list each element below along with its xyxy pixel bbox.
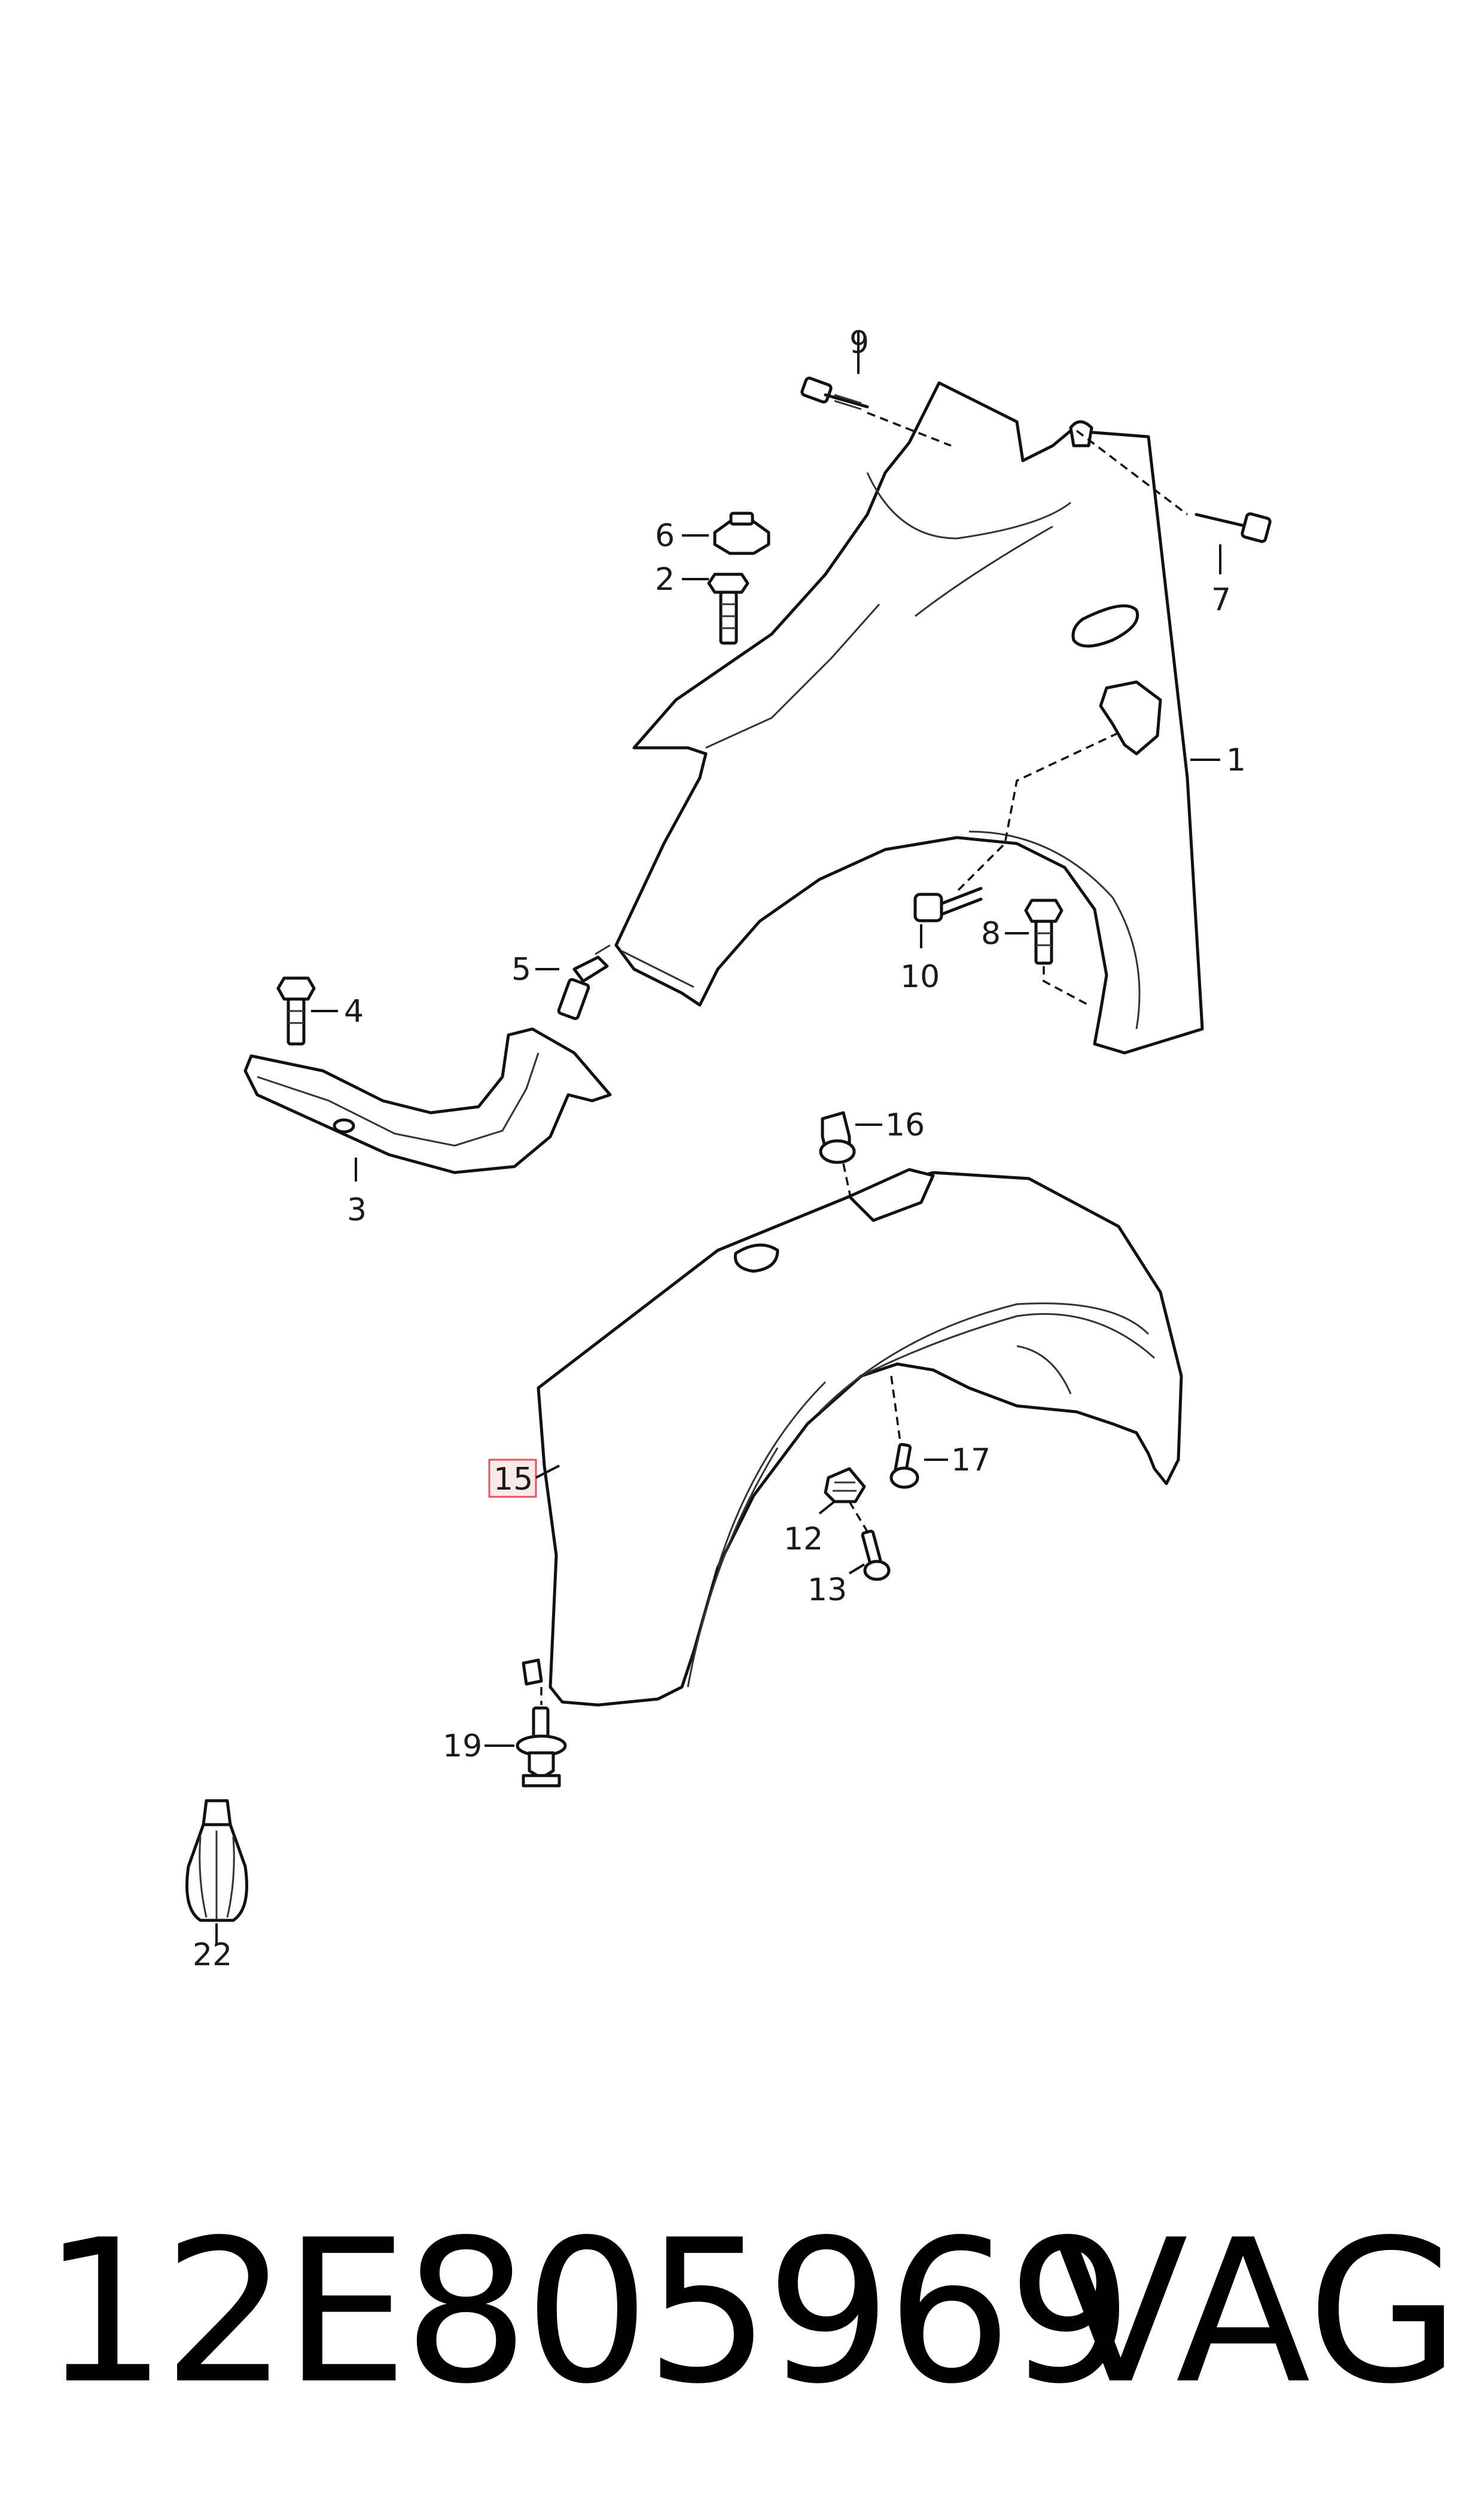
bolt-part-9[interactable] [800, 376, 869, 410]
callout-16: 16 [885, 1107, 925, 1143]
callout-22: 22 [193, 1937, 232, 1973]
bolt-part-10[interactable] [913, 887, 983, 922]
brand-label: VAG [1053, 2197, 1460, 2427]
callout-12: 12 [784, 1521, 823, 1557]
screw-part-17[interactable] [889, 1442, 919, 1489]
wheel-housing-liner-part-15[interactable] [522, 1168, 1183, 1707]
callout-8: 8 [981, 916, 1001, 952]
nut-part-6[interactable] [713, 511, 770, 555]
exploded-parts-diagram: 1 9 7 6 2 10 8 [185, 325, 1272, 1973]
touch-up-bottle-part-22[interactable] [185, 1799, 248, 1922]
callout-3: 3 [347, 1192, 367, 1228]
part-number-footer: 12E805969 VAG [0, 2213, 1484, 2441]
callout-10: 10 [900, 959, 940, 995]
part-number: 12E805969 [42, 2197, 1133, 2427]
rivet-part-19[interactable] [516, 1706, 567, 1788]
clip-part-16[interactable] [819, 1111, 856, 1164]
callout-9: 9 [849, 325, 869, 361]
bolt-part-4[interactable] [276, 976, 316, 1046]
callout-1: 1 [1226, 742, 1246, 778]
clip-nut-part-12[interactable] [824, 1467, 866, 1503]
callout-7: 7 [1211, 582, 1231, 618]
callout-5: 5 [511, 952, 531, 988]
bolt-part-7[interactable] [1194, 512, 1272, 543]
bolt-part-8[interactable] [1024, 899, 1064, 965]
callout-13: 13 [807, 1572, 847, 1608]
callout-15: 15 [493, 1462, 533, 1497]
bracket-part-3[interactable] [243, 1027, 612, 1174]
bolt-part-2[interactable] [707, 573, 749, 645]
callout-6: 6 [655, 518, 675, 554]
callout-17: 17 [951, 1442, 991, 1478]
callout-4: 4 [344, 994, 364, 1030]
callout-19: 19 [443, 1728, 482, 1764]
stud-part-5[interactable] [557, 944, 611, 1021]
fender-part-1[interactable] [614, 381, 1204, 1055]
screw-part-13[interactable] [861, 1529, 891, 1581]
callout-2: 2 [655, 562, 675, 598]
